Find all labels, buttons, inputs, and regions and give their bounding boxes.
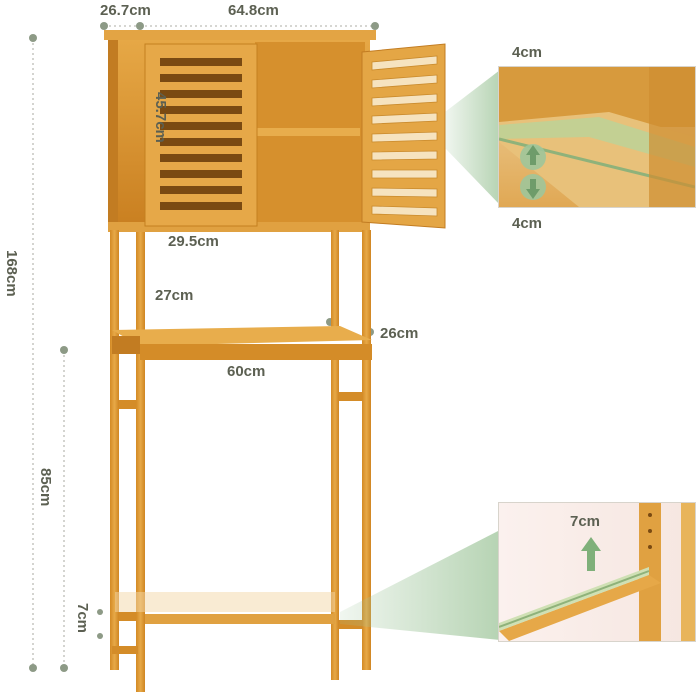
gap-height-label: 27cm	[155, 287, 194, 304]
shelf-edge-inset	[498, 66, 696, 208]
total-height-label: 168cm	[3, 250, 20, 297]
depth-label: 26.7cm	[100, 2, 151, 19]
width-label: 64.8cm	[228, 2, 279, 19]
bar-lift-label: 7cm	[570, 513, 601, 530]
bar-lift-inset	[498, 502, 696, 642]
shelf-edge-bottom-label: 4cm	[512, 215, 543, 232]
shelf-width-label: 60cm	[227, 363, 266, 380]
bar-height-label: 7cm	[74, 603, 91, 634]
shelf-edge-top-label: 4cm	[512, 44, 543, 61]
door-height-label: 45.7cm	[152, 92, 169, 143]
shelf-depth-label: 26cm	[380, 325, 419, 342]
clearance-height-label: 85cm	[37, 468, 54, 507]
cabinet-depth-label: 29.5cm	[168, 233, 219, 250]
